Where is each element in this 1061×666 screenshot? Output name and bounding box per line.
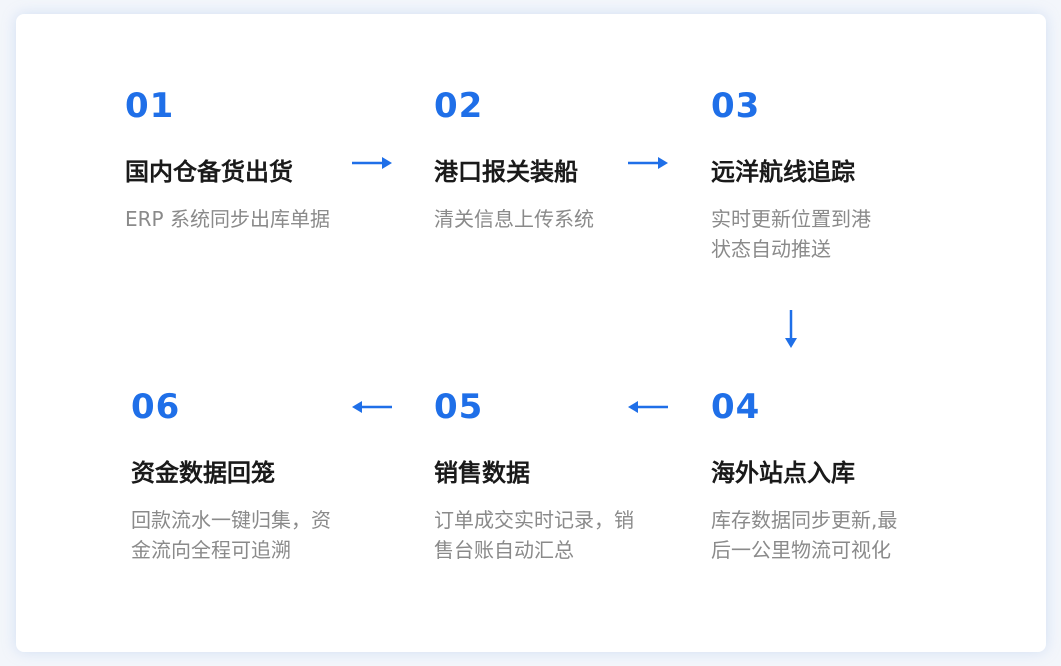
- arrow-right-icon: [352, 157, 392, 169]
- step-title: 远洋航线追踪: [711, 158, 855, 186]
- step-description-line: 售台账自动汇总: [434, 538, 574, 562]
- step-description: 库存数据同步更新,最 后一公里物流可视化: [711, 505, 961, 565]
- step-description-line: 状态自动推送: [711, 237, 831, 261]
- arrow-right-icon: [628, 157, 668, 169]
- step-description-line: 库存数据同步更新,最: [711, 508, 898, 532]
- step-description: 清关信息上传系统: [434, 204, 684, 234]
- step-title: 资金数据回笼: [131, 459, 275, 487]
- step-number: 02: [434, 86, 484, 126]
- step-number: 01: [125, 86, 175, 126]
- step-description: ERP 系统同步出库单据: [125, 204, 375, 234]
- step-description-line: 金流向全程可追溯: [131, 538, 291, 562]
- step-title: 销售数据: [434, 459, 530, 487]
- step-number: 05: [434, 387, 484, 427]
- step-description-line: 实时更新位置到港: [711, 207, 871, 231]
- arrow-down-icon: [785, 310, 797, 348]
- step-title: 港口报关装船: [434, 158, 578, 186]
- step-04: 04 海外站点入库 库存数据同步更新,最 后一公里物流可视化: [711, 387, 971, 565]
- step-description: 实时更新位置到港 状态自动推送: [711, 204, 961, 264]
- step-02: 02 港口报关装船 清关信息上传系统: [434, 86, 694, 234]
- step-description-line: 后一公里物流可视化: [711, 538, 891, 562]
- step-03: 03 远洋航线追踪 实时更新位置到港 状态自动推送: [711, 86, 971, 264]
- step-description-line: 回款流水一键归集，资: [131, 508, 331, 532]
- step-title: 国内仓备货出货: [125, 158, 293, 186]
- step-description-line: 清关信息上传系统: [434, 207, 594, 231]
- step-number: 03: [711, 86, 761, 126]
- step-description-line: ERP 系统同步出库单据: [125, 207, 330, 231]
- step-number: 06: [131, 387, 181, 427]
- step-01: 01 国内仓备货出货 ERP 系统同步出库单据: [125, 86, 385, 234]
- step-description: 订单成交实时记录，销 售台账自动汇总: [434, 505, 684, 565]
- step-title: 海外站点入库: [711, 459, 855, 487]
- step-description: 回款流水一键归集，资 金流向全程可追溯: [131, 505, 381, 565]
- arrow-left-icon: [628, 401, 668, 413]
- step-05: 05 销售数据 订单成交实时记录，销 售台账自动汇总: [434, 387, 694, 565]
- step-number: 04: [711, 387, 761, 427]
- flow-card: [16, 14, 1046, 652]
- step-description-line: 订单成交实时记录，销: [434, 508, 634, 532]
- step-06: 06 资金数据回笼 回款流水一键归集，资 金流向全程可追溯: [131, 387, 391, 565]
- arrow-left-icon: [352, 401, 392, 413]
